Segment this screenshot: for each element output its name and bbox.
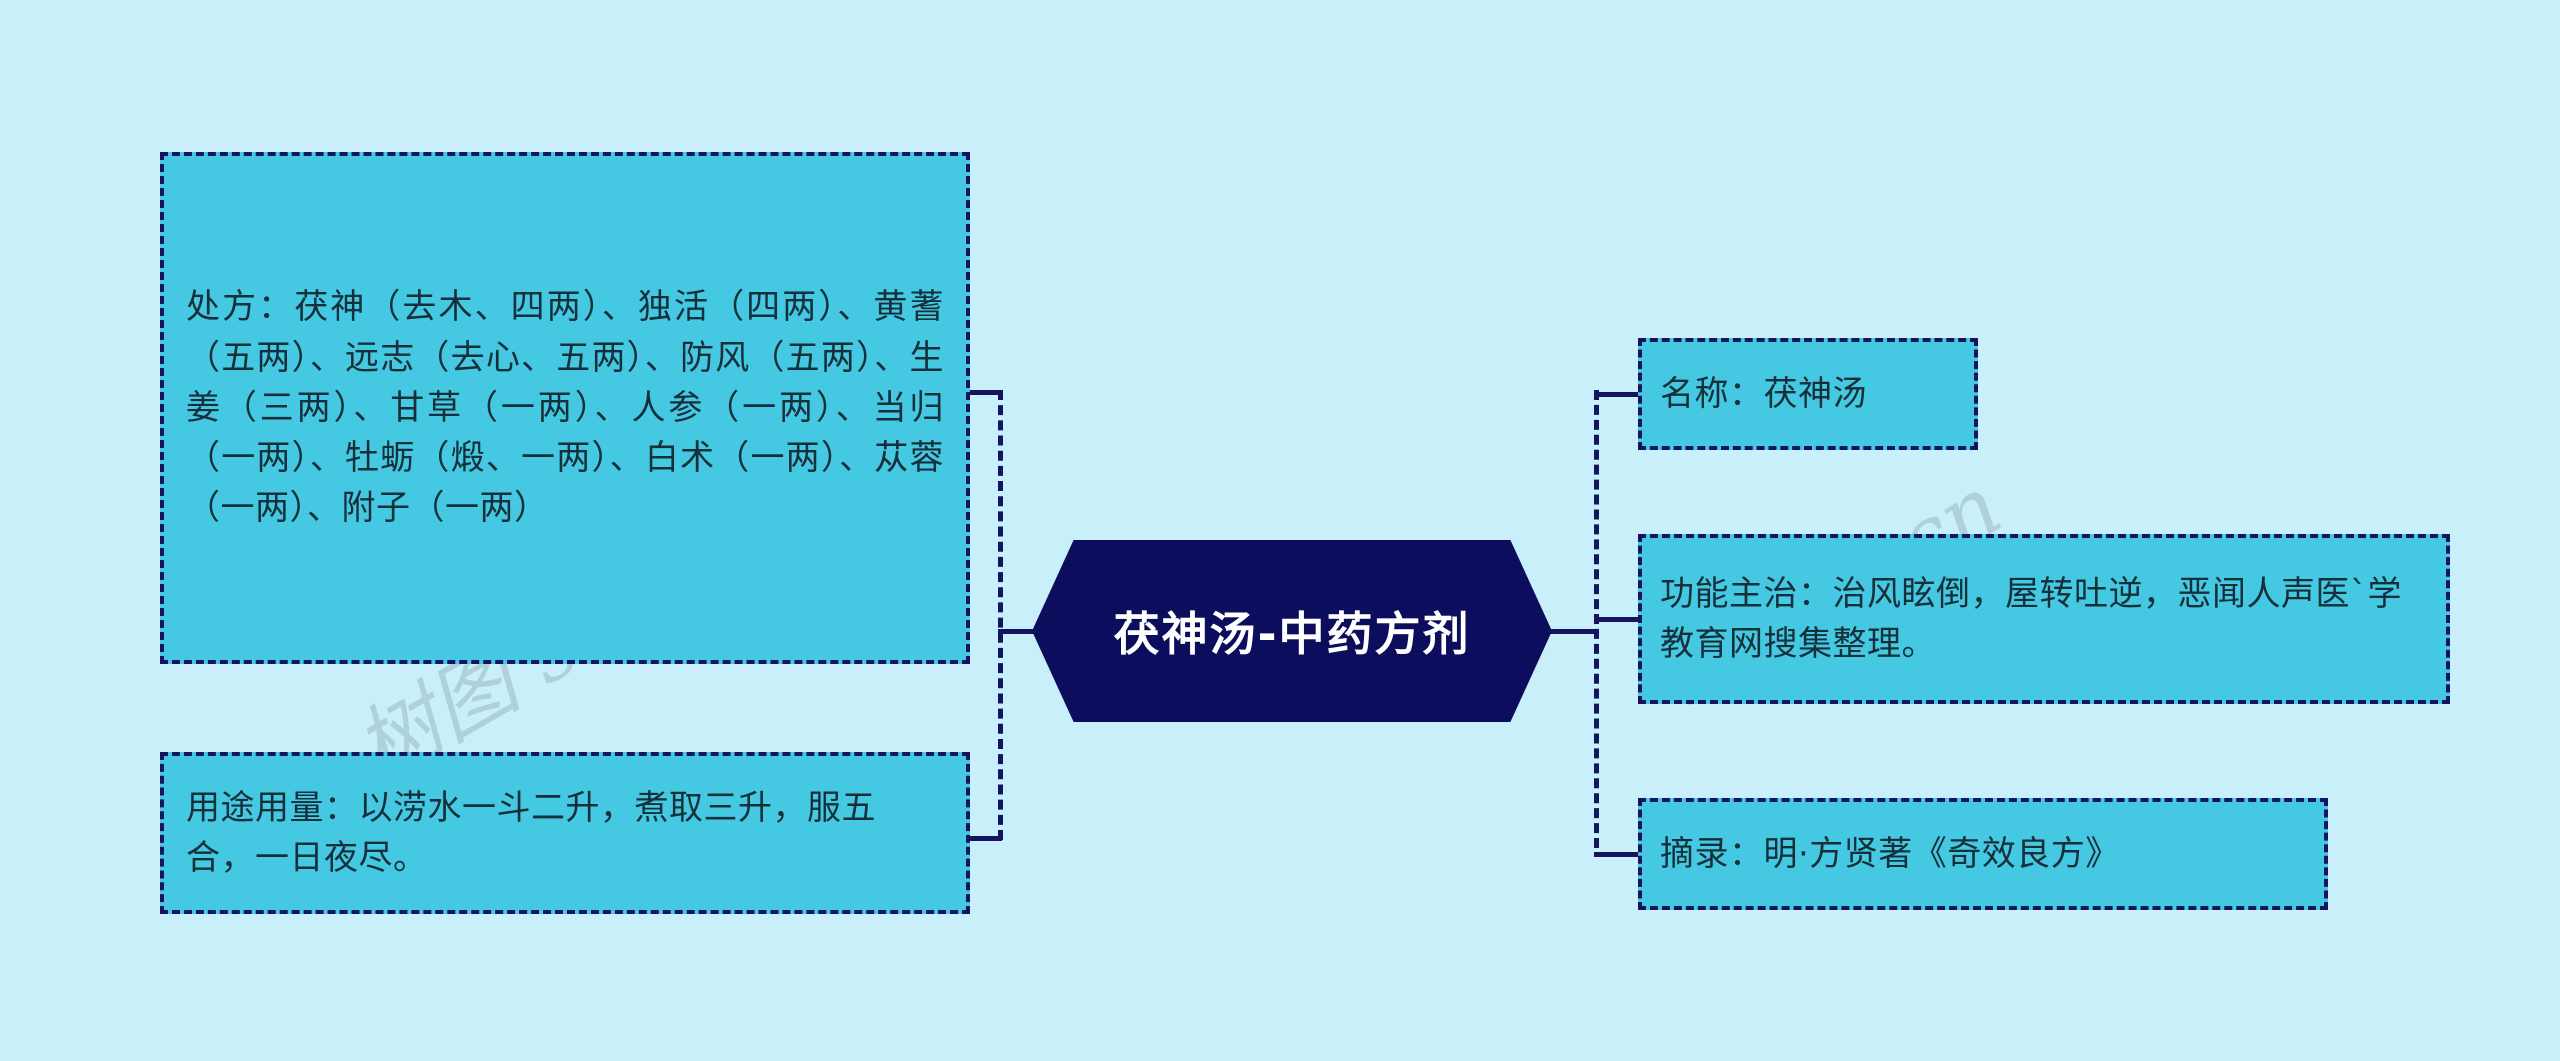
- connector-spine-left: [998, 390, 1003, 840]
- connector-stub-usage: [966, 836, 1002, 841]
- node-prescription-text: 处方：茯神（去木、四两）、独活（四两）、黄蓍（五两）、远志（去心、五两）、防风（…: [186, 287, 944, 529]
- node-usage-text: 用途用量：以涝水一斗二升，煮取三升，服五合，一日夜尽。: [186, 787, 876, 878]
- node-function-text: 功能主治：治风眩倒，屋转吐逆，恶闻人声医`学教育网搜集整理。: [1660, 573, 2402, 664]
- node-source-text: 摘录：明·方贤著《奇效良方》: [1660, 833, 2120, 874]
- connector-stub-function: [1594, 617, 1642, 622]
- node-function[interactable]: 功能主治：治风眩倒，屋转吐逆，恶闻人声医`学教育网搜集整理。: [1638, 534, 2450, 704]
- node-name-text: 名称：茯神汤: [1660, 373, 1867, 414]
- node-center-title: 茯神汤-中药方剂: [1113, 607, 1471, 661]
- connector-stub-name: [1594, 392, 1642, 397]
- node-name[interactable]: 名称：茯神汤: [1638, 338, 1978, 450]
- node-center-topic[interactable]: 茯神汤-中药方剂: [1032, 540, 1552, 722]
- connector-stub-center-left: [998, 629, 1038, 634]
- connector-stub-source: [1594, 852, 1642, 857]
- node-prescription[interactable]: 处方：茯神（去木、四两）、独活（四两）、黄蓍（五两）、远志（去心、五两）、防风（…: [160, 152, 970, 664]
- node-source[interactable]: 摘录：明·方贤著《奇效良方》: [1638, 798, 2328, 910]
- connector-stub-center-right: [1546, 629, 1598, 634]
- node-usage[interactable]: 用途用量：以涝水一斗二升，煮取三升，服五合，一日夜尽。: [160, 752, 970, 914]
- connector-stub-prescription: [966, 390, 1002, 395]
